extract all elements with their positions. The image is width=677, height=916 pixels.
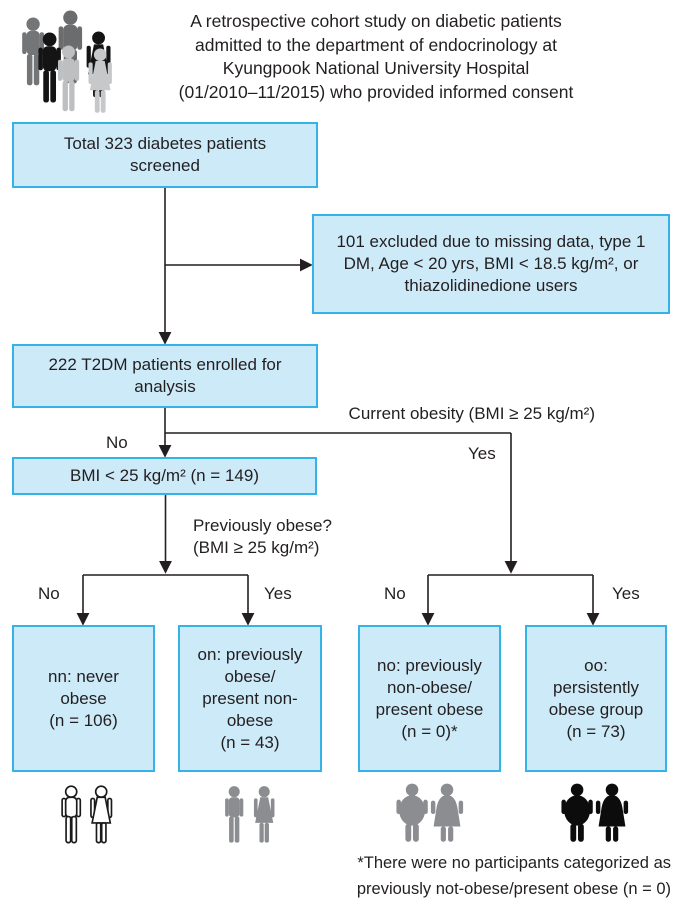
- right-split-no-label: No: [384, 584, 406, 603]
- couple-black-obese-icon: [561, 783, 629, 842]
- couple-gray-obese-icon: [396, 783, 464, 842]
- left-split-yes-label: Yes: [264, 584, 292, 603]
- group-oo-box: oo: persistently obese group (n = 73): [525, 625, 667, 772]
- branch1-no-label: No: [106, 433, 128, 452]
- enrolled-box: 222 T2DM patients enrolled for analysis: [12, 344, 318, 408]
- left-split-no-label: No: [38, 584, 60, 603]
- branch1-yes-label: Yes: [468, 444, 496, 463]
- study-description: A retrospective cohort study on diabetic…: [178, 11, 574, 102]
- footnote: *There were no participants categorized …: [356, 854, 671, 898]
- current-obesity-label: Current obesity (BMI ≥ 25 kg/m²): [348, 404, 595, 423]
- right-split-yes-label: Yes: [612, 584, 640, 603]
- couple-gray-slim-icon: [225, 786, 275, 843]
- previously-obese-label: Previously obese? (BMI ≥ 25 kg/m²): [193, 516, 332, 557]
- couple-outline-slim-icon: [61, 785, 113, 844]
- bmi-under-25-box: BMI < 25 kg/m² (n = 149): [12, 457, 317, 495]
- excluded-box: 101 excluded due to missing data, type 1…: [312, 214, 670, 314]
- group-on-box: on: previously obese/ present non- obese…: [178, 625, 322, 772]
- screened-box: Total 323 diabetes patients screened: [12, 122, 318, 188]
- group-nn-box: nn: never obese (n = 106): [12, 625, 155, 772]
- group-no-box: no: previously non-obese/ present obese …: [358, 625, 501, 772]
